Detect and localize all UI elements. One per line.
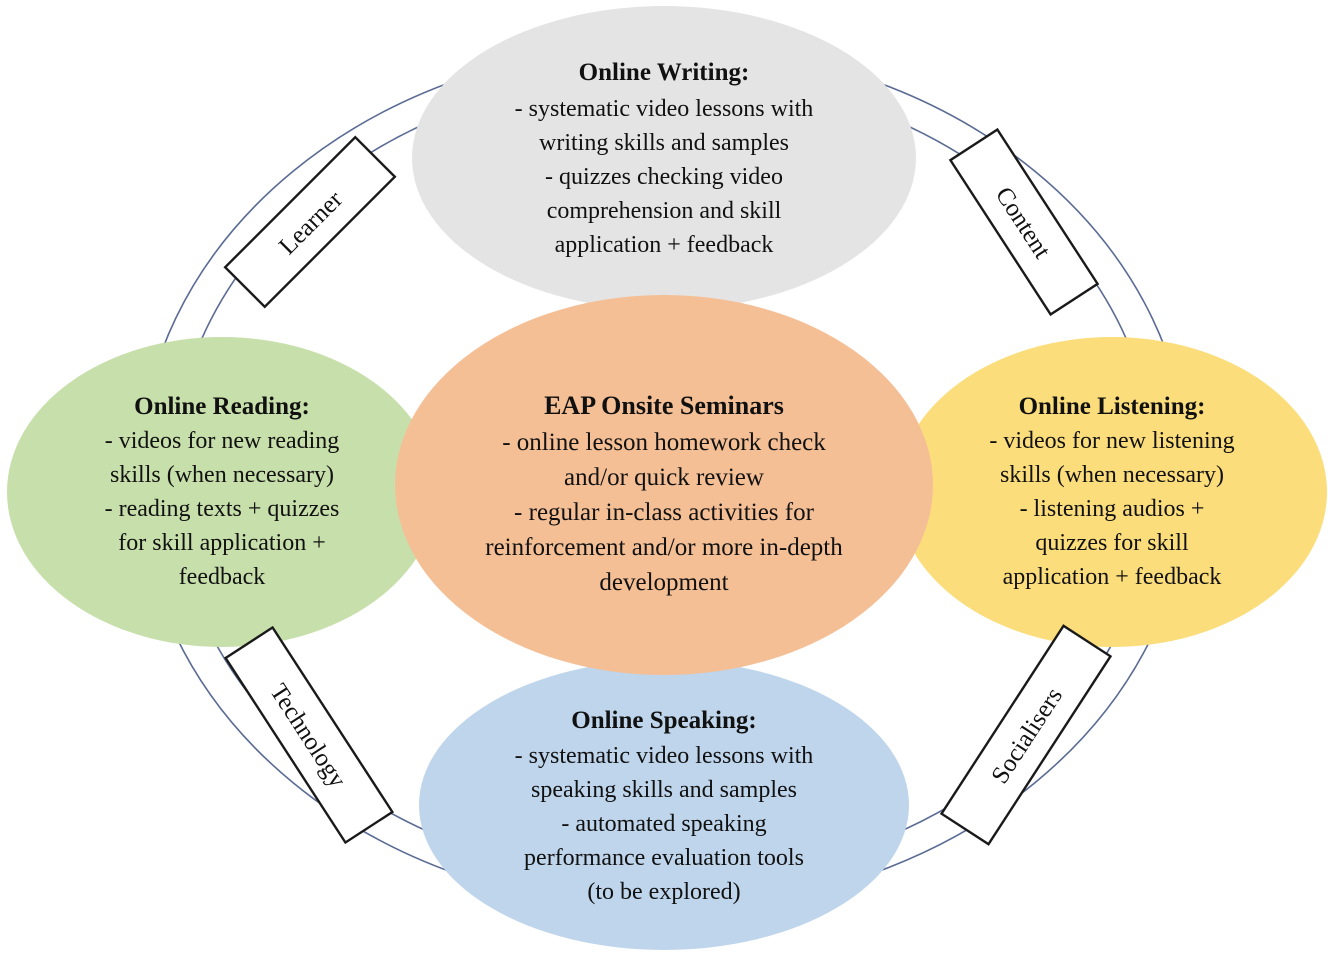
tag-technology-box[interactable] — [223, 625, 395, 845]
online-writing-line-5: application + feedback — [555, 232, 774, 258]
online-listening-ellipse[interactable] — [897, 337, 1327, 647]
eap-onsite-seminars-line-1: - online lesson homework check — [502, 429, 826, 456]
node-online-writing[interactable]: Online Writing: - systematic video lesso… — [412, 6, 916, 310]
eap-onsite-seminars-line-2: and/or quick review — [564, 464, 764, 491]
tag-content-box[interactable] — [948, 127, 1100, 317]
online-listening-line-2: skills (when necessary) — [1000, 462, 1224, 488]
online-reading-ellipse[interactable] — [7, 337, 437, 647]
online-reading-line-2: skills (when necessary) — [110, 462, 334, 488]
node-online-speaking[interactable]: Online Speaking: - systematic video less… — [419, 660, 909, 950]
online-speaking-title: Online Speaking: — [571, 707, 756, 734]
online-writing-line-4: comprehension and skill — [547, 198, 782, 224]
online-listening-line-5: application + feedback — [1003, 564, 1222, 590]
tag-learner[interactable]: Learner — [223, 135, 397, 309]
online-writing-line-3: - quizzes checking video — [545, 164, 783, 190]
online-writing-line-1: - systematic video lessons with — [515, 96, 814, 122]
online-writing-ellipse[interactable] — [412, 6, 916, 310]
online-speaking-line-1: - systematic video lessons with — [515, 743, 814, 769]
online-reading-line-3: - reading texts + quizzes — [105, 496, 340, 522]
online-speaking-line-3: - automated speaking — [561, 811, 766, 837]
online-listening-line-3: - listening audios + — [1020, 496, 1205, 522]
tag-technology[interactable]: Technology — [223, 625, 395, 845]
online-reading-line-1: - videos for new reading — [105, 428, 340, 454]
online-reading-line-4: for skill application + — [118, 530, 326, 556]
node-eap-onsite-seminars[interactable]: EAP Onsite Seminars - online lesson home… — [395, 295, 933, 675]
tag-content[interactable]: Content — [948, 127, 1100, 317]
tag-learner-box[interactable] — [223, 135, 397, 309]
eap-onsite-seminars-line-3: - regular in-class activities for — [514, 499, 815, 526]
online-speaking-line-4: performance evaluation tools — [524, 845, 804, 871]
online-listening-title: Online Listening: — [1019, 393, 1206, 420]
eap-onsite-seminars-line-5: development — [599, 569, 728, 596]
eap-onsite-seminars-line-4: reinforcement and/or more in-depth — [485, 534, 843, 561]
eap-onsite-seminars-ellipse[interactable] — [395, 295, 933, 675]
node-online-reading[interactable]: Online Reading: - videos for new reading… — [7, 337, 437, 647]
online-listening-line-1: - videos for new listening — [989, 428, 1234, 454]
node-online-listening[interactable]: Online Listening: - videos for new liste… — [897, 337, 1327, 647]
online-speaking-line-2: speaking skills and samples — [531, 777, 797, 803]
online-writing-line-2: writing skills and samples — [539, 130, 789, 156]
online-reading-title: Online Reading: — [134, 393, 310, 420]
online-listening-line-4: quizzes for skill — [1035, 530, 1189, 556]
online-speaking-line-5: (to be explored) — [587, 879, 740, 905]
online-writing-title: Online Writing: — [579, 59, 750, 86]
eap-onsite-seminars-title: EAP Onsite Seminars — [544, 391, 784, 420]
tag-socialisers-box[interactable] — [939, 624, 1113, 846]
online-reading-line-5: feedback — [179, 564, 266, 590]
online-speaking-ellipse[interactable] — [419, 660, 909, 950]
